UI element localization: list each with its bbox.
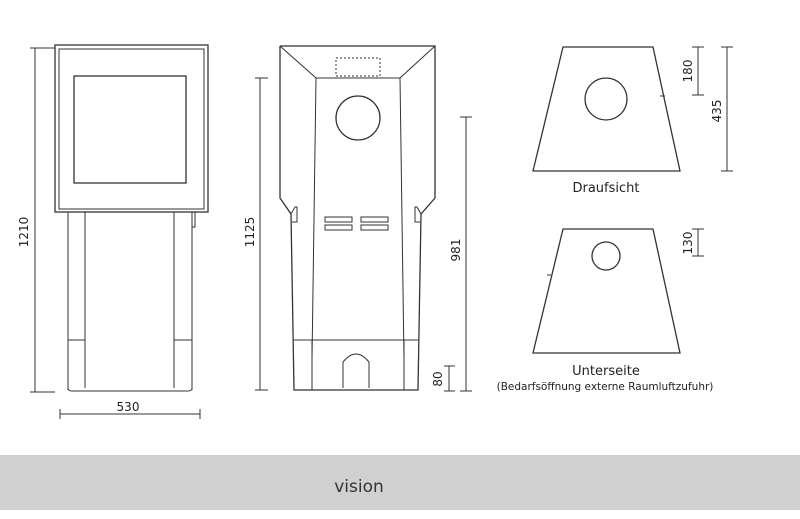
dim-1125-label: 1125 bbox=[243, 217, 257, 248]
dim-80-label: 80 bbox=[431, 371, 445, 386]
technical-drawing: 1210 530 1125 981 bbox=[17, 44, 733, 419]
front-view bbox=[54, 44, 209, 392]
bottom-view-note: (Bedarfsöffnung externe Raumluftzufuhr) bbox=[497, 381, 714, 393]
dim-435-label: 435 bbox=[710, 100, 724, 123]
dimension-530: 530 bbox=[59, 400, 201, 419]
dimension-180: 180 bbox=[681, 46, 704, 96]
top-view-label: Draufsicht bbox=[572, 181, 639, 196]
dimension-80: 80 bbox=[431, 365, 455, 392]
dimension-1125: 1125 bbox=[243, 77, 268, 391]
top-view: Draufsicht bbox=[532, 46, 681, 196]
dim-981-label: 981 bbox=[449, 239, 463, 262]
dim-530-label: 530 bbox=[117, 400, 140, 414]
dim-1210-label: 1210 bbox=[17, 217, 31, 248]
dimension-130: 130 bbox=[681, 228, 704, 257]
dimension-981: 981 bbox=[449, 116, 472, 392]
dim-130-label: 130 bbox=[681, 232, 695, 255]
dimension-435: 435 bbox=[710, 46, 733, 172]
side-view bbox=[279, 45, 436, 391]
dim-180-label: 180 bbox=[681, 60, 695, 83]
bottom-view-label: Unterseite bbox=[572, 364, 640, 379]
bottom-view: Unterseite (Bedarfsöffnung externe Rauml… bbox=[497, 228, 714, 393]
dimension-1210: 1210 bbox=[17, 47, 55, 393]
model-name: vision bbox=[334, 477, 384, 497]
footer-bar: vision bbox=[0, 455, 800, 510]
